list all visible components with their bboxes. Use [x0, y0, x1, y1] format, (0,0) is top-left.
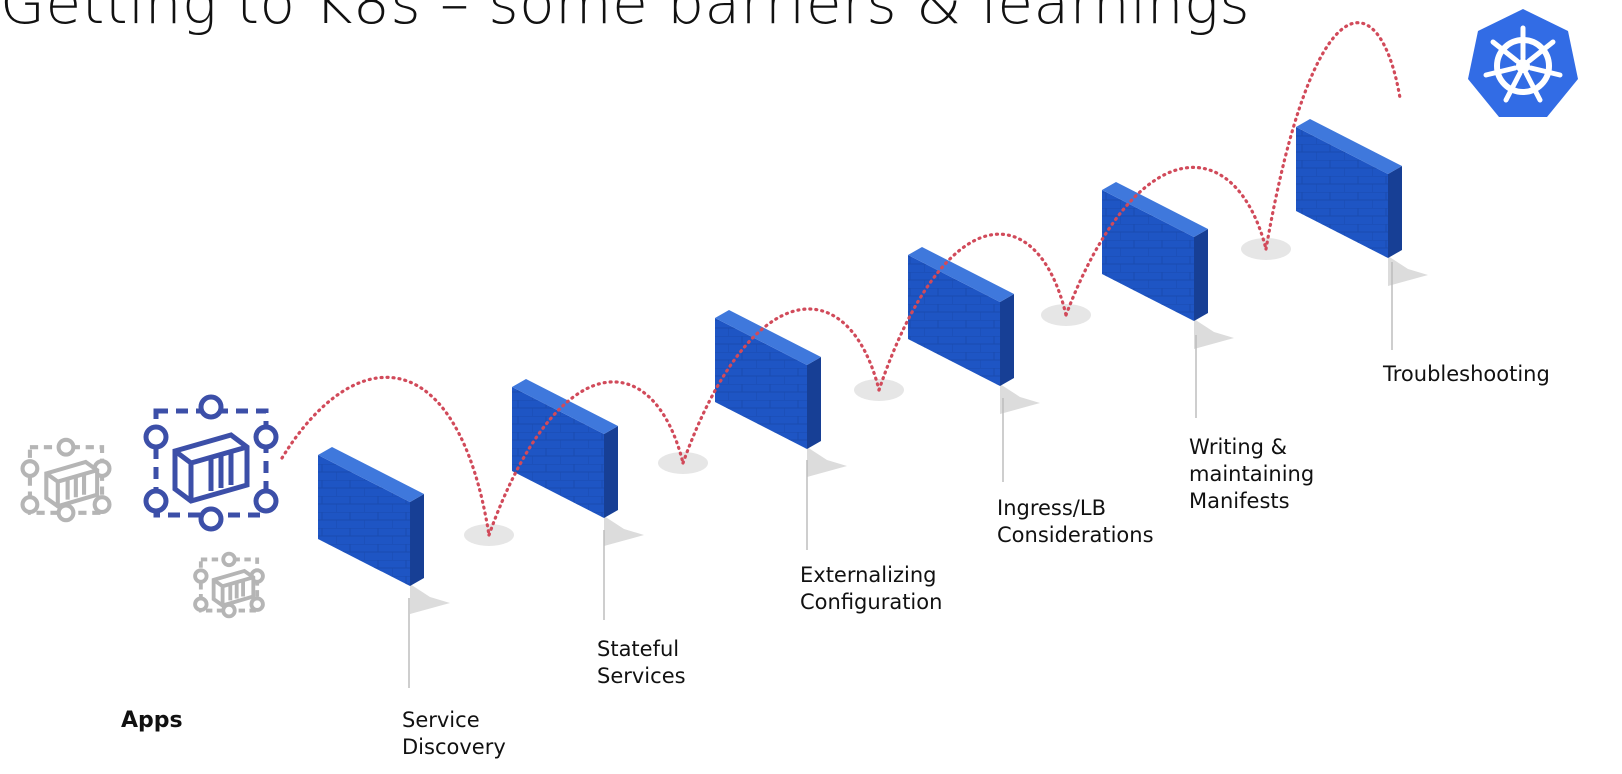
- barrier-label: Ingress/LB Considerations: [997, 495, 1154, 549]
- barrier-label-line: Externalizing: [800, 563, 937, 587]
- jump-arc: [280, 375, 491, 537]
- wall-side: [410, 494, 424, 586]
- wall-top: [1102, 182, 1208, 237]
- jump-arc: [681, 307, 881, 465]
- wall-shadow: [410, 584, 450, 614]
- barrier-label-line: maintaining: [1189, 462, 1315, 486]
- barrier-label-line: Writing &: [1189, 435, 1288, 459]
- wall-side: [1194, 229, 1208, 321]
- barrier-label-line: Discovery: [402, 735, 506, 759]
- wall-side: [807, 357, 821, 449]
- wall-shadow: [807, 447, 847, 477]
- barrier-label-line: Stateful: [597, 637, 680, 661]
- brick-wall-icon: [1102, 182, 1234, 349]
- wall-top: [715, 310, 821, 365]
- barrier-label-line: Services: [597, 664, 686, 688]
- jump-arc: [487, 380, 685, 537]
- app-icon-inactive: [20, 437, 112, 523]
- brick-wall-icon: [908, 247, 1040, 414]
- app-icon-active: [143, 394, 279, 532]
- wall-side: [1388, 166, 1402, 258]
- barrier-label-line: Ingress/LB: [997, 496, 1106, 520]
- arcs-layer: [280, 21, 1402, 546]
- barrier-label-line: Service: [402, 708, 480, 732]
- walls-layer: [318, 119, 1428, 614]
- wall-bricks: [1296, 127, 1388, 258]
- wall-top: [1296, 119, 1402, 174]
- brick-wall-icon: [512, 379, 644, 546]
- wall-shadow: [604, 516, 644, 546]
- wall-top: [318, 447, 424, 502]
- barrier-label-line: Manifests: [1189, 489, 1290, 513]
- wall-side: [604, 426, 618, 518]
- kubernetes-logo-icon: [1468, 9, 1578, 117]
- jump-arc: [1064, 165, 1268, 317]
- wall-top: [908, 247, 1014, 302]
- barrier-label-line: Configuration: [800, 590, 943, 614]
- jump-arc: [1264, 21, 1402, 251]
- barrier-label-line: Considerations: [997, 523, 1154, 547]
- wall-shadow: [1194, 319, 1234, 349]
- wall-bricks: [318, 455, 410, 586]
- wall-top: [512, 379, 618, 434]
- wall-bricks: [908, 255, 1000, 386]
- slide-title: Getting to K8s – some barriers & learnin…: [0, 0, 1251, 37]
- wall-bricks: [512, 387, 604, 518]
- wall-shadow: [1388, 256, 1428, 286]
- wall-shadow: [1000, 384, 1040, 414]
- barrier-label-line: Troubleshooting: [1383, 362, 1550, 386]
- brick-wall-icon: [1296, 119, 1428, 286]
- label-leaders-layer: [408, 262, 1393, 688]
- jump-arc: [877, 232, 1068, 392]
- app-icon-inactive: [193, 551, 265, 619]
- brick-wall-icon: [715, 310, 847, 477]
- barrier-label: Troubleshooting: [1383, 361, 1550, 388]
- apps-label: Apps: [121, 708, 183, 733]
- wall-bricks: [1102, 190, 1194, 321]
- wall-bricks: [715, 318, 807, 449]
- brick-wall-icon: [318, 447, 450, 614]
- wall-side: [1000, 294, 1014, 386]
